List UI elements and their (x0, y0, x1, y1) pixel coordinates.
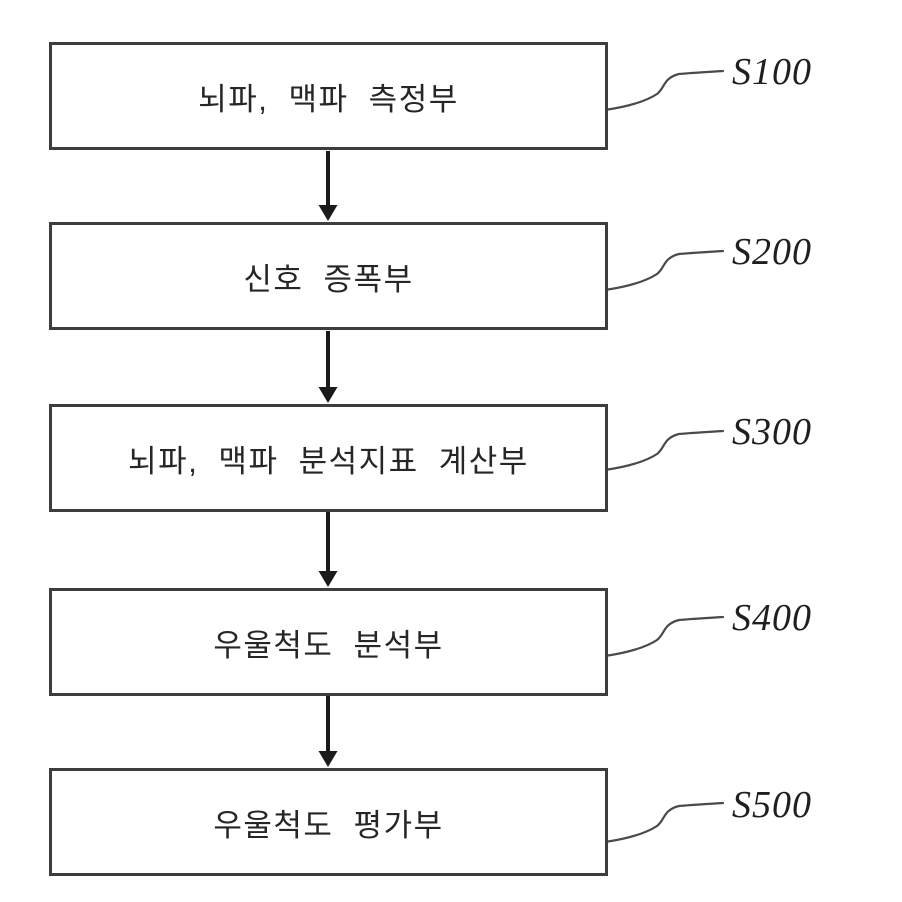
flow-box-index-calculation: 뇌파, 맥파 분석지표 계산부 (49, 404, 608, 512)
arrow-head (318, 205, 338, 221)
step-leader-lines (603, 69, 725, 844)
arrow-head (318, 751, 338, 767)
step-label-s400: S400 (732, 597, 812, 639)
step-label-s100: S100 (732, 51, 812, 93)
flow-box-label: 우울척도 분석부 (213, 627, 444, 663)
flow-box-depression-evaluation: 우울척도 평가부 (49, 768, 608, 876)
flow-box-label: 신호 증폭부 (243, 261, 414, 297)
step-label-s500: S500 (732, 784, 812, 826)
flow-box-depression-analysis: 우울척도 분석부 (49, 588, 608, 696)
flow-box-label: 뇌파, 맥파 측정부 (198, 81, 459, 117)
flow-box-label: 뇌파, 맥파 분석지표 계산부 (128, 443, 529, 479)
leader-line-s200 (603, 249, 725, 292)
flow-arrows (318, 151, 338, 767)
leader-line-s400 (603, 615, 725, 658)
leader-line-s100 (603, 69, 725, 112)
arrow-head (318, 571, 338, 587)
flow-box-measurement: 뇌파, 맥파 측정부 (49, 42, 608, 150)
step-label-s300: S300 (732, 411, 812, 453)
arrow-head (318, 387, 338, 403)
leader-line-s300 (603, 429, 725, 472)
step-label-s200: S200 (732, 231, 812, 273)
flow-box-signal-amplifier: 신호 증폭부 (49, 222, 608, 330)
leader-line-s500 (603, 801, 725, 844)
flow-box-label: 우울척도 평가부 (213, 807, 444, 843)
